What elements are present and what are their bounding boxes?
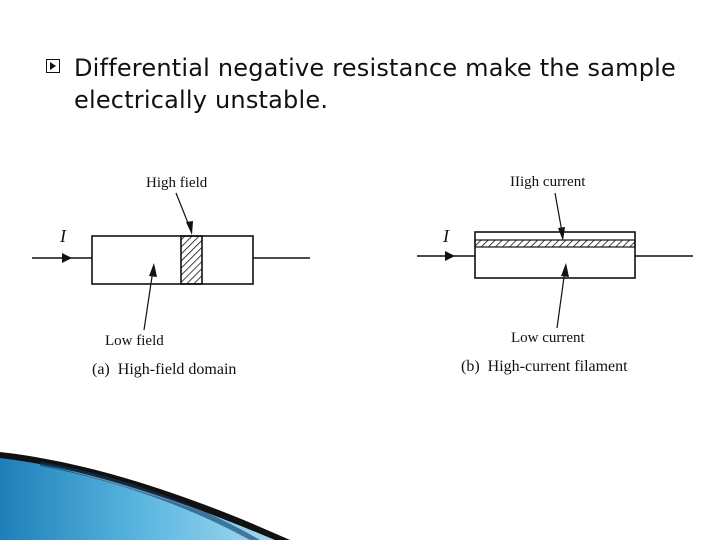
figure-a-high-field-domain: I High field Low field (a) High-field do… (32, 175, 310, 378)
bullet-text: Differential negative resistance make th… (74, 54, 676, 114)
low-field-pointer (143, 269, 154, 331)
figure-b-caption: (b) High-current filament (461, 358, 628, 375)
low-field-label: Low field (105, 333, 164, 349)
high-current-label: IIigh current (510, 174, 586, 190)
bullet-point: Differential negative resistance make th… (46, 52, 676, 116)
high-current-filament (474, 239, 636, 248)
low-current-arrow-icon (561, 263, 569, 277)
arrow-bullet-icon (46, 59, 60, 73)
high-field-arrow-icon (186, 221, 193, 235)
high-current-pointer (554, 192, 563, 233)
low-current-pointer (556, 269, 566, 329)
figure-a-caption: (a) High-field domain (92, 361, 236, 378)
high-field-domain (180, 235, 203, 285)
current-label: I (442, 226, 450, 246)
sample-body (91, 235, 254, 285)
high-field-label: High field (146, 175, 208, 191)
current-arrow-icon (445, 251, 455, 261)
current-label: I (59, 226, 67, 246)
high-current-arrow-icon (558, 227, 565, 241)
sample-body (474, 231, 636, 279)
low-current-label: Low current (511, 330, 586, 346)
figure-b-high-current-filament: I IIigh current Low current (b) High-cur… (417, 174, 693, 375)
low-field-arrow-icon (149, 263, 157, 277)
current-arrow-icon (62, 253, 72, 263)
